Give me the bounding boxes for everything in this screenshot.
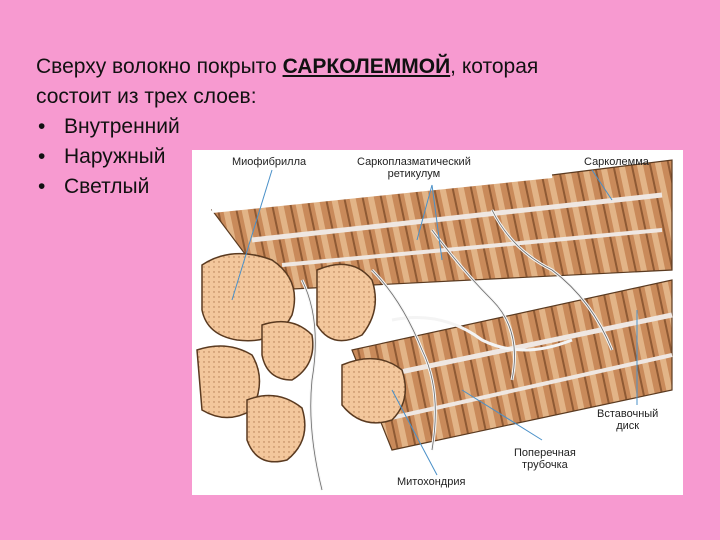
- label-intercalated-disc: Вставочный диск: [597, 408, 658, 432]
- label-mitochondrion: Митохондрия: [397, 476, 466, 488]
- list-item: Светлый: [36, 172, 538, 202]
- fiber-bundle-top: [210, 159, 673, 291]
- list-item: Внутренний: [36, 112, 538, 142]
- label-disc-line-2: диск: [616, 420, 640, 432]
- label-sarcolemma: Сарколемма: [584, 156, 649, 168]
- label-sarcoplasmic-reticulum: Саркоплазматический ретикулум: [357, 156, 471, 180]
- muscle-fiber-diagram: Миофибрилла Саркоплазматический ретикулу…: [192, 150, 683, 495]
- label-sr-line-1: Саркоплазматический: [357, 156, 471, 168]
- sarcolemma-term: САРКОЛЕММОЙ: [282, 55, 451, 78]
- label-leader-lines: [231, 169, 638, 476]
- reticulum-outline: [301, 209, 613, 491]
- intro-line-1: Сверху волокно покрыто САРКОЛЕММОЙ, кото…: [36, 52, 538, 82]
- fiber-bundle-right: [351, 279, 673, 451]
- layer-list: Внутренний Наружный Светлый: [36, 112, 538, 202]
- label-myofibril: Миофибрилла: [232, 156, 307, 168]
- label-sr-line-2: ретикулум: [387, 168, 441, 180]
- label-ttube-line-1: Поперечная: [514, 447, 576, 459]
- myofibril-cross-sections: [196, 252, 407, 463]
- slide-text: Сверху волокно покрыто САРКОЛЕММОЙ, кото…: [36, 52, 538, 202]
- intro-line-2: состоит из трех слоев:: [36, 85, 257, 108]
- intro-suffix: , которая: [450, 55, 539, 78]
- label-t-tubule: Поперечная трубочка: [514, 447, 576, 471]
- label-ttube-line-2: трубочка: [522, 459, 568, 471]
- list-item: Наружный: [36, 142, 538, 172]
- muscle-illustration: [196, 159, 673, 491]
- intro-prefix: Сверху волокно покрыто: [36, 55, 283, 78]
- label-disc-line-1: Вставочный: [597, 408, 659, 420]
